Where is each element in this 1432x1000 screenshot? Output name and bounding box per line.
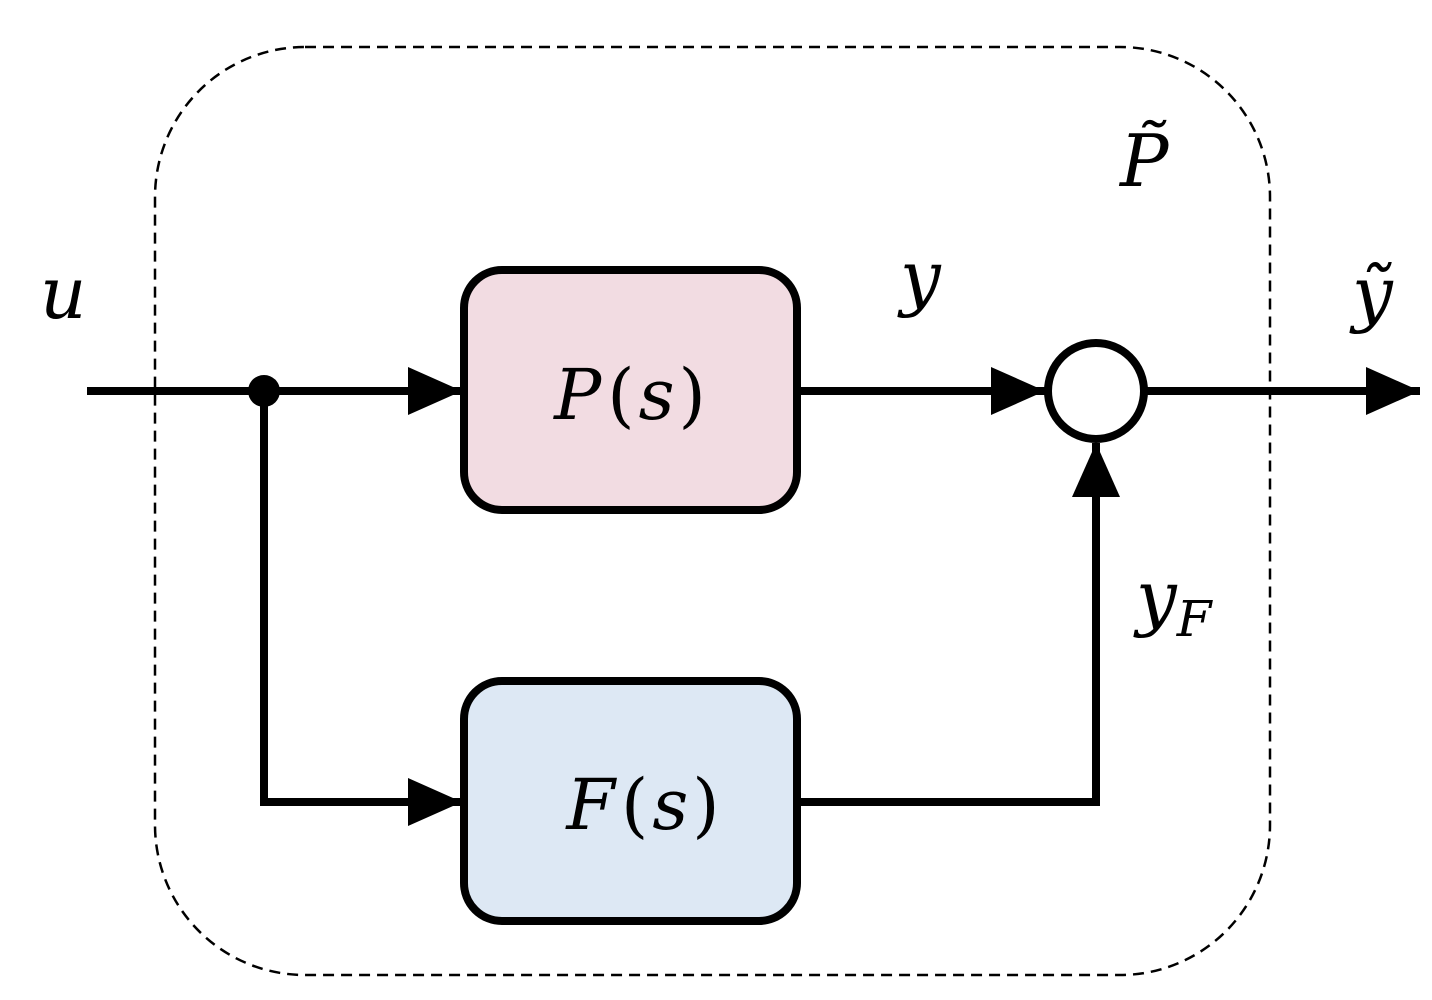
plant-close-paren: ) (679, 354, 706, 436)
augmented-plant-label: P̃ (1118, 119, 1170, 203)
filter-arg: s (652, 764, 688, 846)
output-signal-label: ỹ (1349, 251, 1394, 335)
filter-input-arrow (260, 391, 462, 826)
filter-open-paren: ( (621, 764, 648, 846)
filter-output-subscript: F (1176, 590, 1214, 648)
filter-output-base: y (1133, 555, 1178, 639)
filter-output-signal-label: yF (1133, 555, 1214, 648)
branch-point (248, 375, 280, 407)
filter-output-arrow (797, 443, 1120, 806)
plant-open-paren: ( (607, 354, 634, 436)
filter-close-paren: ) (692, 764, 719, 846)
plant-arg: s (639, 354, 675, 436)
input-signal-label: u (40, 251, 86, 335)
filter-func: F (564, 764, 617, 846)
plant-func: P (552, 354, 603, 436)
augmented-plant-boundary (153, 45, 1272, 977)
filter-block-label: F(s) (564, 764, 719, 846)
summing-junction (1044, 339, 1148, 443)
plant-block-label: P(s) (552, 354, 706, 436)
plant-output-signal-label: y (897, 235, 942, 319)
